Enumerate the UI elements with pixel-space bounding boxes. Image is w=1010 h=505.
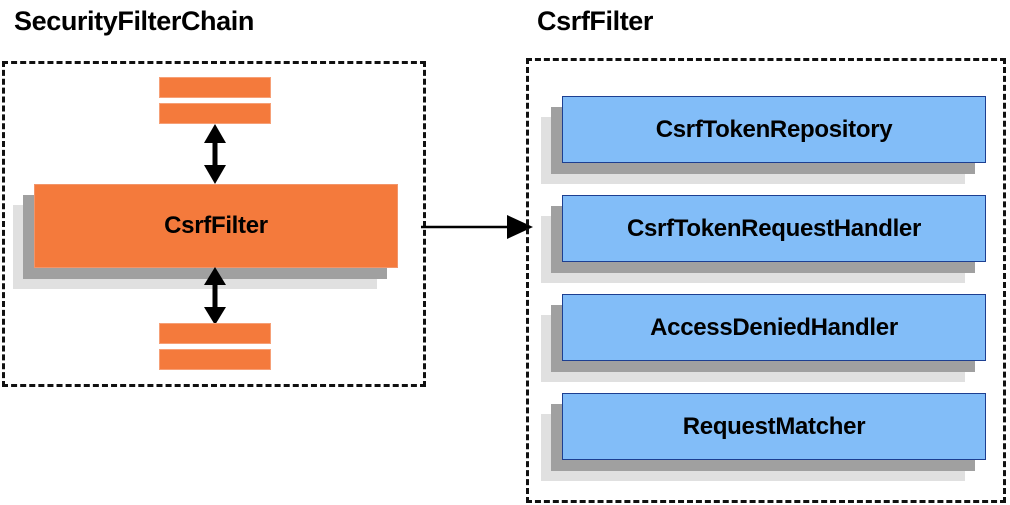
collaborator-card-label: CsrfTokenRepository — [655, 115, 893, 143]
panel-title-csrf-filter: CsrfFilter — [537, 6, 654, 36]
csrf-filter-collaborators-container — [526, 58, 1006, 503]
collaborator-card-access-denied-handler[interactable]: AccessDeniedHandler — [541, 294, 986, 382]
filter-slot-bar-below-1 — [159, 323, 271, 344]
card-face: CsrfTokenRequestHandler — [562, 195, 986, 262]
collaborator-card-csrf-token-request-handler[interactable]: CsrfTokenRequestHandler — [541, 195, 986, 283]
csrf-filter-card-label: CsrfFilter — [164, 212, 268, 239]
collaborator-card-request-matcher[interactable]: RequestMatcher — [541, 393, 986, 481]
security-filter-chain-container — [2, 61, 426, 387]
collaborator-card-label: CsrfTokenRequestHandler — [626, 214, 922, 242]
collaborator-card-label: AccessDeniedHandler — [650, 313, 898, 341]
panel-title-security-filter-chain: SecurityFilterChain — [14, 6, 254, 36]
card-face: RequestMatcher — [562, 393, 986, 460]
panel-connector-arrow — [421, 215, 533, 239]
filter-slot-bar-above-1 — [159, 77, 271, 98]
card-face: CsrfTokenRepository — [562, 96, 986, 163]
bidirectional-arrow-above — [204, 124, 226, 184]
collaborator-card-csrf-token-repository[interactable]: CsrfTokenRepository — [541, 96, 986, 184]
card-face: AccessDeniedHandler — [562, 294, 986, 361]
bidirectional-arrow-below — [204, 267, 226, 325]
csrf-filter-card[interactable]: CsrfFilter — [13, 184, 398, 289]
filter-slot-bar-below-2 — [159, 349, 271, 370]
filter-slot-bar-above-2 — [159, 103, 271, 124]
card-face: CsrfFilter — [34, 184, 398, 268]
collaborator-card-label: RequestMatcher — [682, 412, 866, 440]
